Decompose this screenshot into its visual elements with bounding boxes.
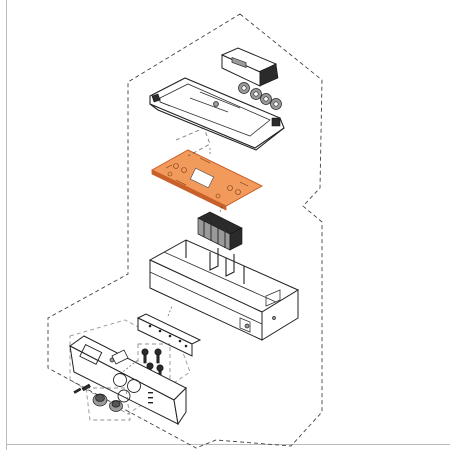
- left-border-line: [6, 0, 7, 450]
- assembly-boundary: [47, 13, 323, 449]
- assembly-leader-lines: [119, 146, 223, 375]
- board-group-bracket: [175, 127, 211, 157]
- display-bracket: [220, 47, 279, 87]
- interface-board: [136, 313, 202, 357]
- rotary-knobs: [85, 387, 131, 421]
- console-group-boundary: [69, 319, 191, 415]
- knob-set: [238, 82, 282, 110]
- console-badge: [111, 349, 129, 365]
- main-control-board: [150, 127, 264, 211]
- control-panel-cover: [149, 77, 285, 151]
- bottom-border-line: [6, 444, 450, 445]
- relay-connector-block: [197, 211, 243, 251]
- control-housing: [148, 239, 300, 341]
